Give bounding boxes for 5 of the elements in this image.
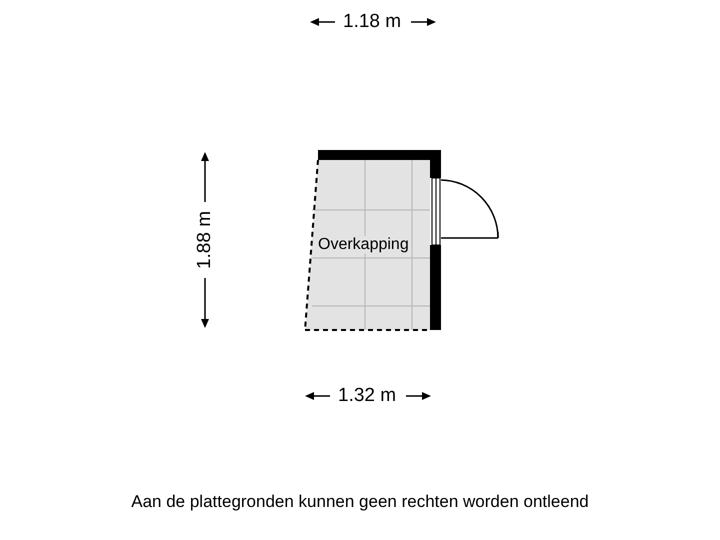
dimension-label: 1.18 m [343, 11, 402, 33]
dimension-label: 1.32 m [338, 385, 396, 407]
dimension-label: 1.88 m [194, 210, 216, 270]
disclaimer-text: Aan de plattegronden kunnen geen rechten worden ontleend [130, 492, 590, 512]
room-label: Overkapping [318, 236, 409, 254]
